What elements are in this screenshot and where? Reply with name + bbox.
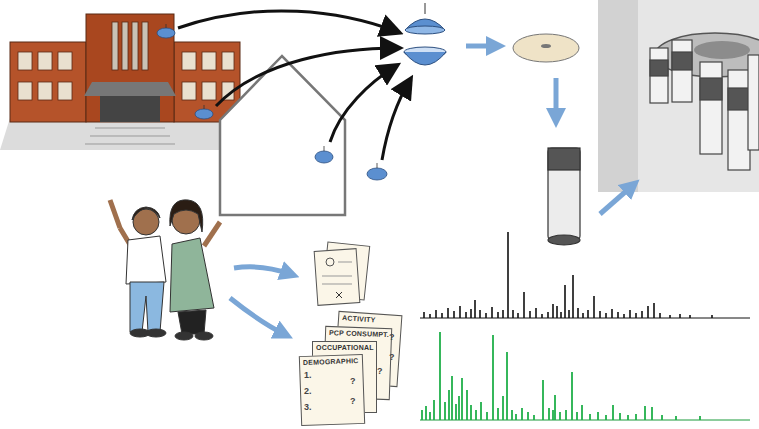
house [220, 56, 345, 215]
sheet-heading: DEMOGRAPHIC [300, 355, 362, 366]
question-mark: ? [377, 366, 383, 376]
open-sampler [404, 3, 446, 65]
question-mark: ? [389, 332, 395, 342]
sheet-heading: ACTIVITY [339, 312, 401, 325]
document [314, 242, 370, 305]
sheet-heading: PCP CONSUMPT. [326, 327, 391, 338]
flow-arrows [178, 11, 410, 160]
list-number: 3. [304, 402, 312, 412]
instrument [598, 0, 759, 192]
filter-disk [513, 34, 579, 62]
process-arrows [230, 46, 632, 334]
question-mark: ? [389, 352, 395, 362]
mass-spectrum-black [420, 232, 750, 318]
school-building [0, 14, 250, 150]
vial [548, 148, 580, 245]
list-number: 2. [304, 386, 312, 396]
sheet-heading: OCCUPATIONAL [313, 342, 376, 351]
question-mark: ? [350, 376, 356, 386]
people [110, 200, 220, 340]
mass-spectrum-green [420, 332, 750, 420]
list-number: 1. [304, 370, 312, 380]
question-mark: ? [350, 396, 356, 406]
